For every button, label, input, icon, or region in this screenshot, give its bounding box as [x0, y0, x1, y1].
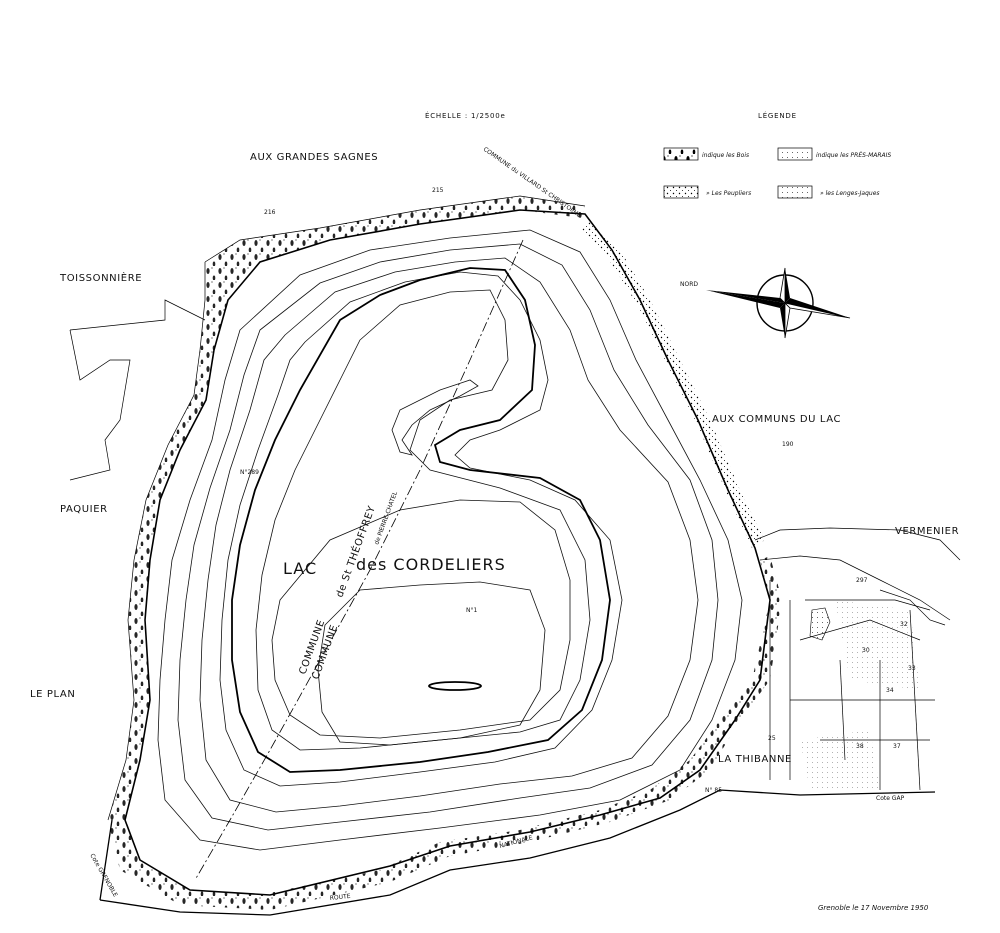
- road-cote-grenoble: Cote GRENOBLE: [88, 853, 119, 899]
- lake-name-part2: des CORDELIERS: [356, 555, 506, 574]
- legend-swatch-bois: [663, 147, 699, 161]
- road-n85: N° 85: [705, 787, 722, 794]
- legend-swatch-peupliers: [663, 185, 699, 199]
- depth-contours: [157, 229, 743, 851]
- legend-label-peupliers: » Les Peupliers: [706, 190, 751, 197]
- place-grandes-sagnes: AUX GRANDES SAGNES: [250, 152, 378, 163]
- place-vermenier: VERMENIER: [895, 526, 959, 537]
- legend-label-bois: indique les Bois: [702, 152, 749, 159]
- legend-label-lenges-jaques: » les Lenges-Jaques: [820, 190, 880, 197]
- left-parcel-outline: [69, 299, 206, 481]
- annotation-37: 37: [893, 743, 901, 750]
- map-date: Grenoble le 17 Novembre 1950: [818, 904, 929, 912]
- place-le-plan: LE PLAN: [30, 689, 75, 700]
- annotation-297: 297: [856, 577, 868, 584]
- cadastral-parcels: [754, 527, 961, 791]
- legend: LÉGENDE indique les Bois indique les PRÉ…: [663, 111, 891, 199]
- place-paquier: PAQUIER: [60, 504, 108, 515]
- place-communs-du-lac: AUX COMMUNS DU LAC: [712, 414, 841, 425]
- annotation-33: 33: [908, 665, 916, 672]
- annotation-n289: N°289: [240, 469, 259, 476]
- annotation-34: 34: [886, 687, 894, 694]
- place-toissonniere: TOISSONNIÈRE: [59, 271, 142, 284]
- commune-label-2: de St THÉOFFREY: [333, 503, 378, 599]
- legend-label-pres-marais: indique les PRÉS-MARAIS: [816, 151, 891, 159]
- road-cote-gap: Cote GAP: [876, 795, 905, 802]
- annotation-n1: N°1: [466, 607, 477, 614]
- lake-shoreline: [99, 195, 936, 916]
- commune-boundary: [194, 239, 524, 881]
- annotation-38: 38: [856, 743, 864, 750]
- legend-title: LÉGENDE: [758, 111, 797, 120]
- legend-swatch-lenges-jaques: [777, 185, 813, 199]
- annotation-216: 216: [264, 209, 276, 216]
- annotation-30: 30: [862, 647, 870, 654]
- lake-name-part1: LAC: [283, 559, 317, 578]
- legend-swatch-pres-marais: [777, 147, 813, 161]
- place-thibanne: LA THIBANNE: [718, 754, 792, 765]
- north-label: NORD: [680, 281, 698, 288]
- north-arrow: NORD: [680, 267, 851, 339]
- annotation-25: 25: [768, 735, 776, 742]
- road-route: ROUTE: [329, 893, 351, 902]
- annotation-32: 32: [900, 621, 908, 628]
- annotation-215: 215: [432, 187, 444, 194]
- scale-label: ÉCHELLE : 1/2500e: [425, 111, 506, 120]
- wooded-shore-band: [108, 196, 782, 910]
- annotation-190: 190: [782, 441, 794, 448]
